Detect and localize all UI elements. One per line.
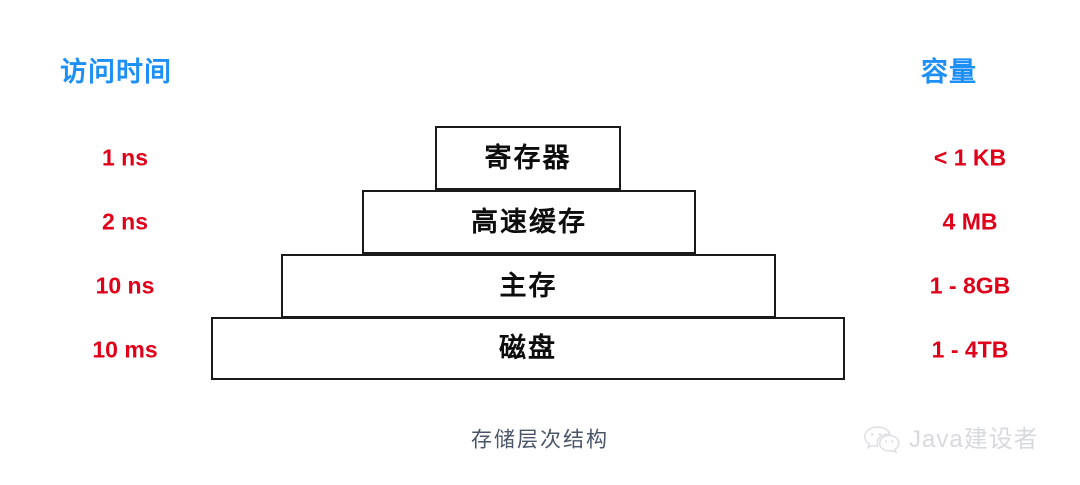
watermark: Java建设者 [862, 424, 1039, 456]
access-time-header: 访问时间 [60, 57, 172, 87]
access-time-value-main-memory: 10 ns [95, 272, 155, 299]
access-time-value-cache: 2 ns [101, 208, 149, 235]
tier-label-disk: 磁盘 [499, 333, 557, 363]
tier-label-cache: 高速缓存 [471, 206, 587, 237]
wechat-icon [862, 424, 902, 456]
tier-main-memory: 主存 [281, 254, 776, 318]
access-time-value-disk: 10 ms [92, 336, 158, 363]
capacity-header: 容量 [921, 57, 977, 87]
tier-label-main-memory: 主存 [499, 270, 558, 301]
capacity-value-cache: 4 MB [942, 208, 998, 235]
access-time-value-register: 1 ns [101, 144, 149, 171]
tier-label-register: 寄存器 [484, 142, 572, 173]
tier-disk: 磁盘 [211, 317, 845, 380]
capacity-value-disk: 1 - 4TB [931, 336, 1009, 363]
tier-cache: 高速缓存 [362, 190, 696, 254]
watermark-text: Java建设者 [909, 426, 1039, 453]
capacity-value-main-memory: 1 - 8GB [929, 272, 1011, 299]
capacity-value-register: < 1 KB [933, 144, 1007, 171]
tier-register: 寄存器 [435, 126, 621, 190]
diagram-caption: 存储层次结构 [471, 428, 609, 452]
